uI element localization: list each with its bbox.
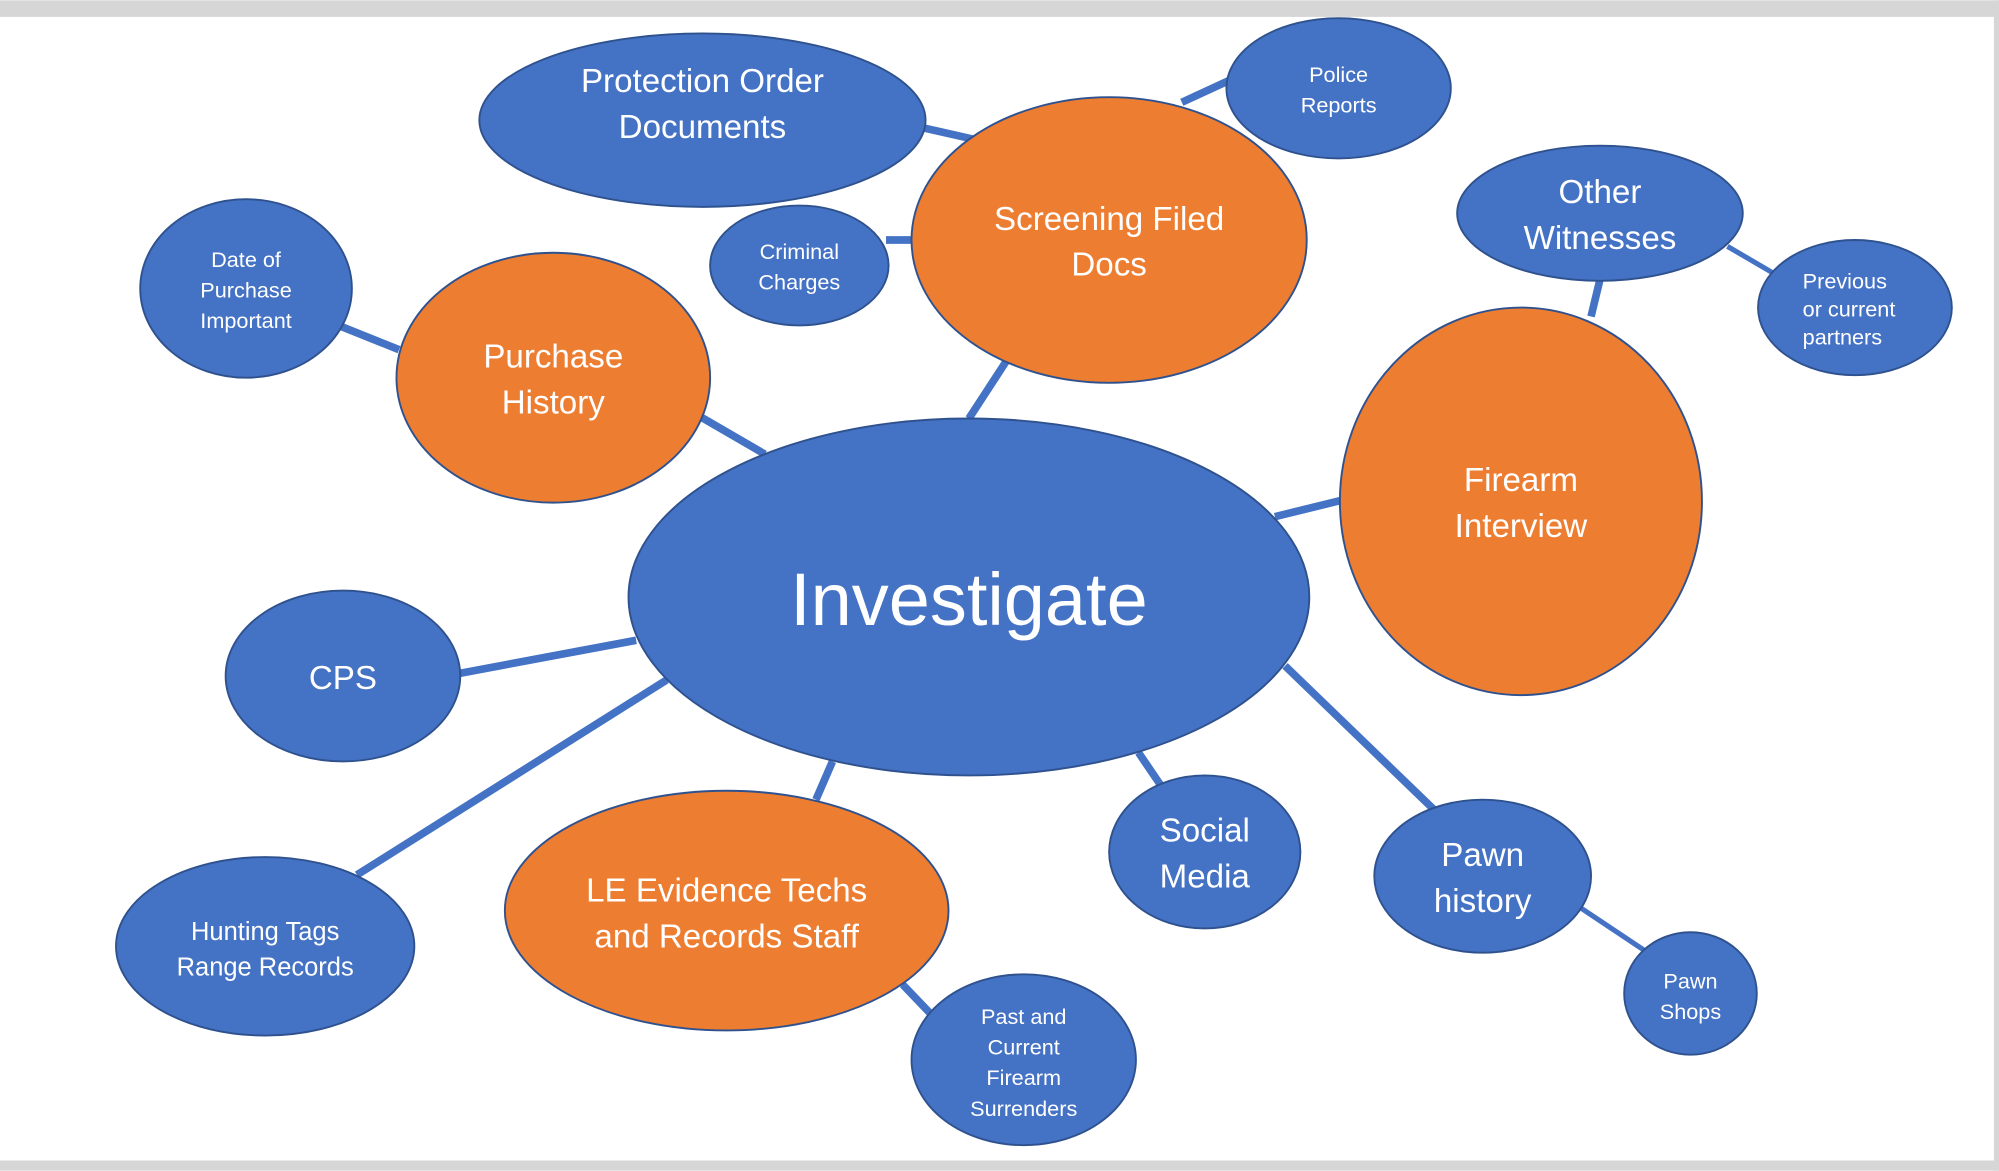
node-cps: CPS [224, 589, 462, 763]
link-witnesses-partners [1726, 244, 1775, 276]
link-pawn-shops [1579, 905, 1648, 954]
link-investigate-screening [965, 357, 1011, 421]
link-purchase-date [340, 323, 401, 354]
link-investigate-purchase [699, 413, 767, 458]
svg-text:CPS: CPS [309, 660, 377, 697]
link-le-surrenders [899, 981, 935, 1018]
node-investigate-center: Investigate [627, 417, 1311, 777]
top-border-bar [0, 0, 1999, 17]
bottom-border-bar [0, 1160, 1999, 1171]
link-screening-police [1180, 75, 1234, 106]
link-investigate-pawn [1282, 663, 1437, 813]
link-firearm-witnesses [1587, 278, 1604, 318]
link-screening-protection [922, 124, 975, 144]
link-investigate-social [1135, 750, 1164, 787]
link-investigate-hunting [354, 676, 669, 879]
link-investigate-firearm [1273, 496, 1344, 521]
right-border-bar [1993, 0, 1999, 1171]
link-investigate-le [812, 759, 837, 802]
connectors [340, 75, 1775, 1018]
link-investigate-cps [458, 636, 637, 678]
svg-text:Investigate: Investigate [790, 558, 1148, 641]
